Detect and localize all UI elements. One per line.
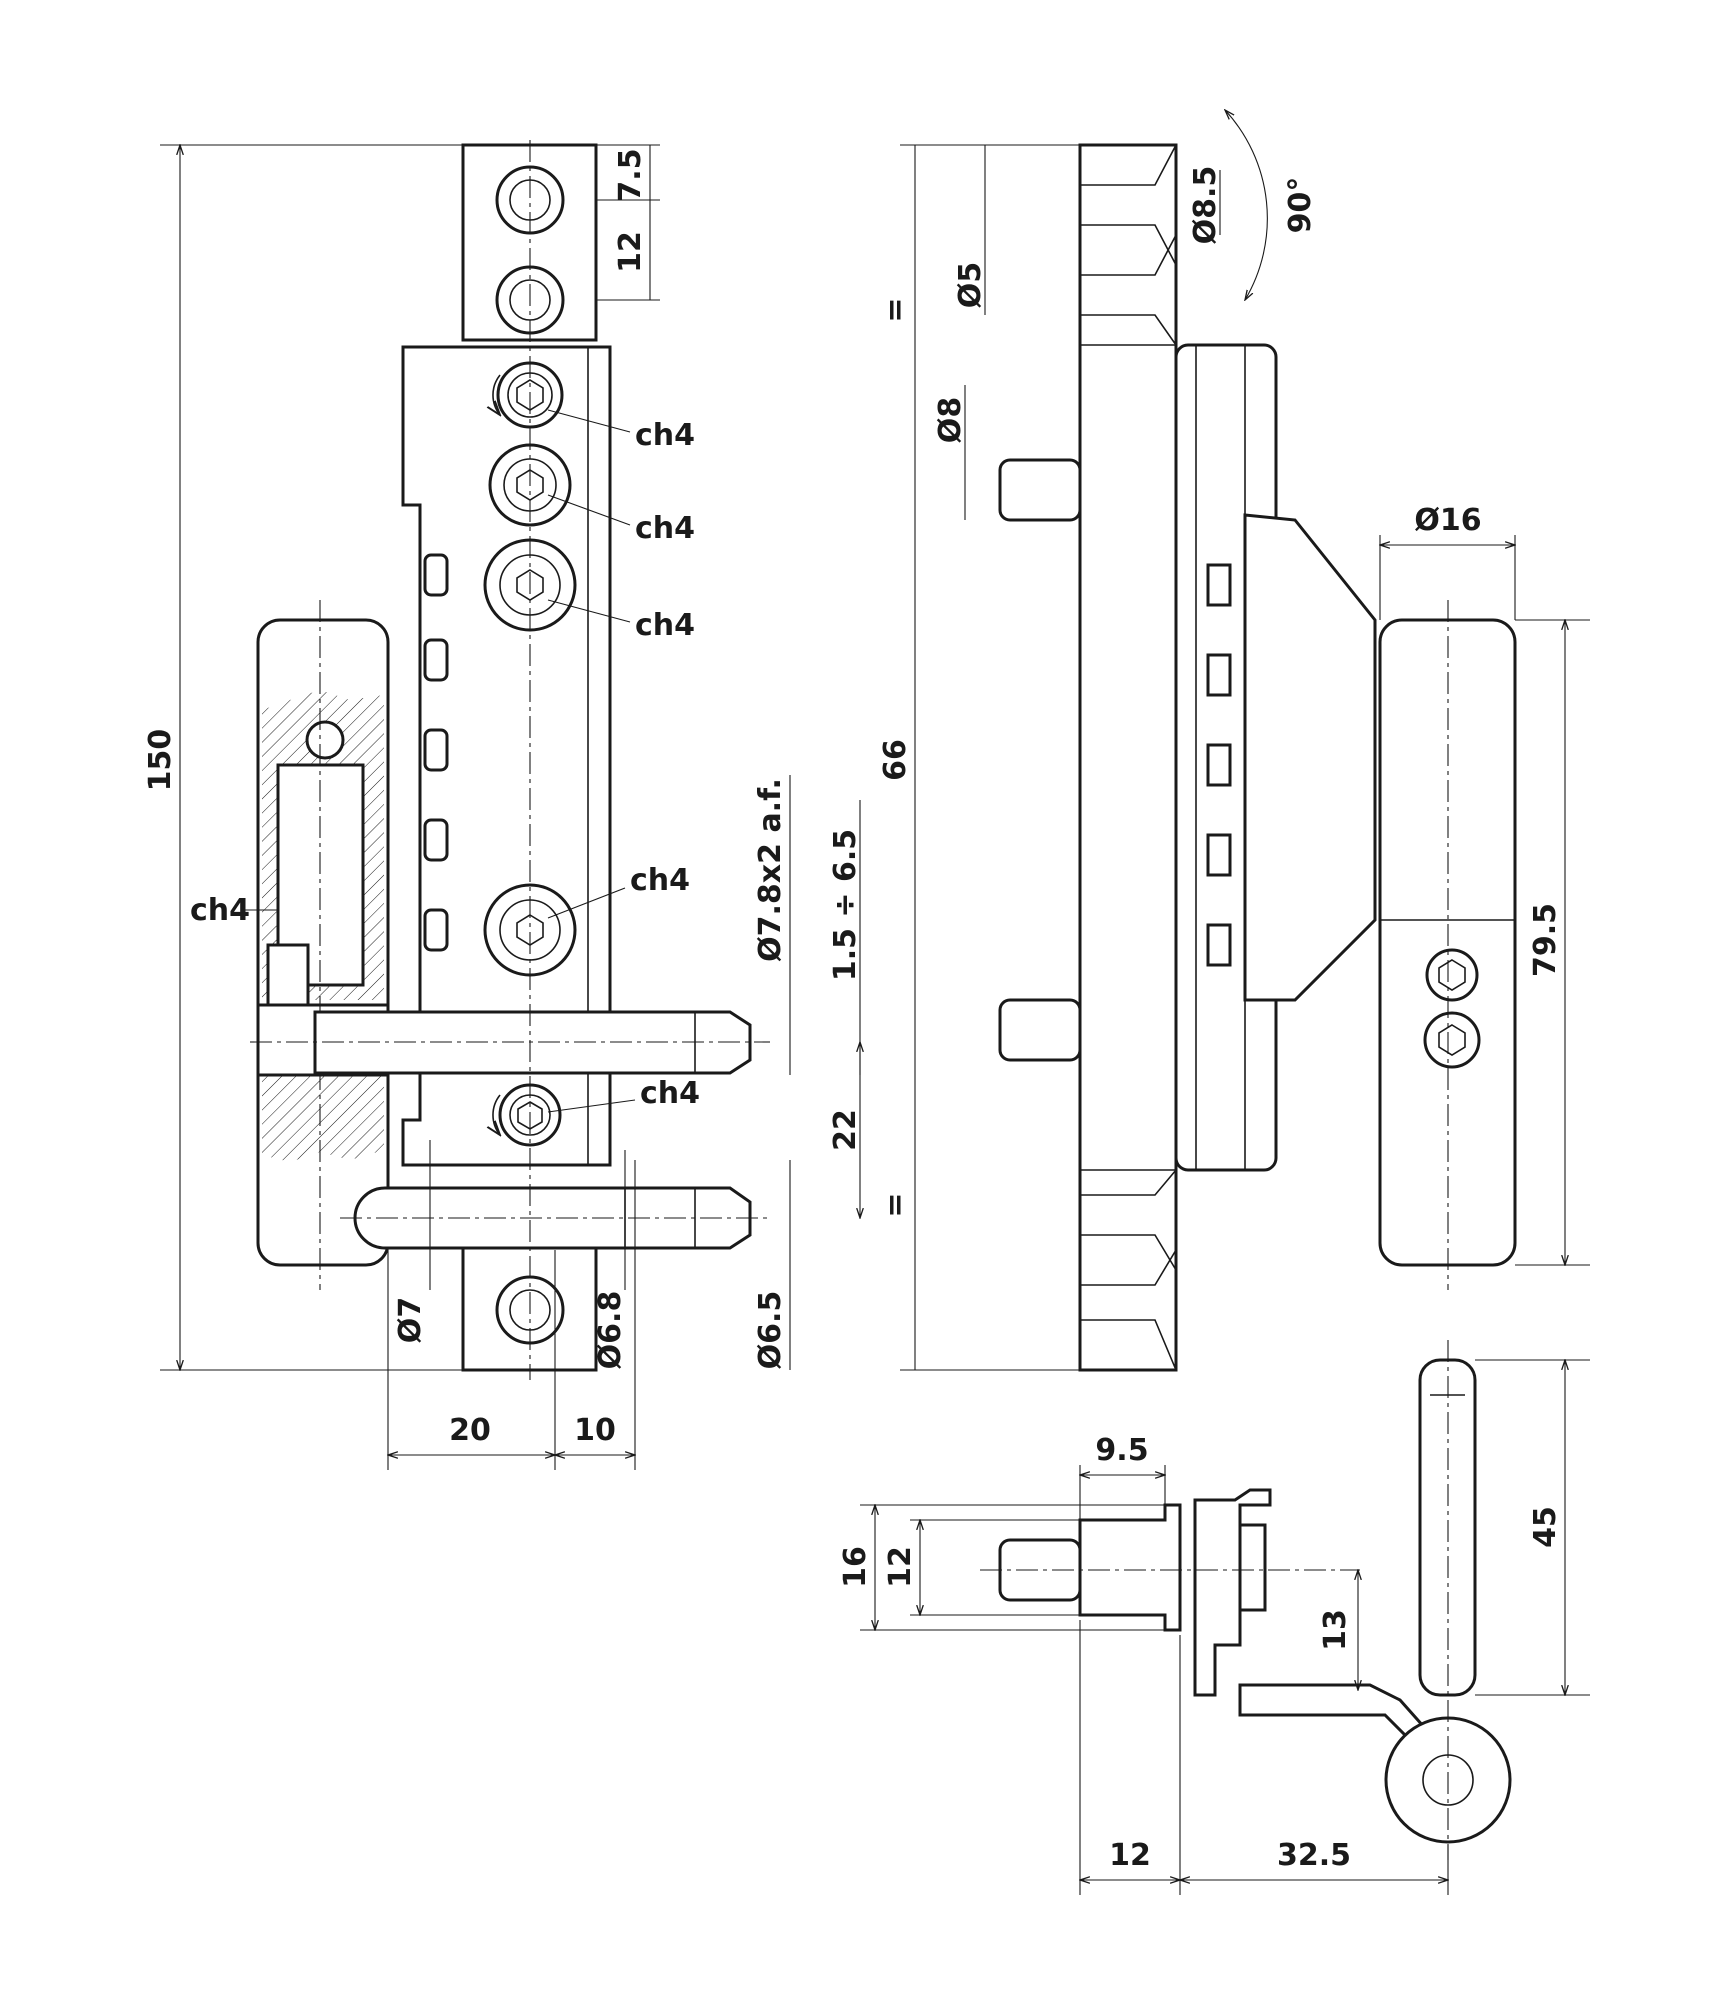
- rotate-arrow-icon: [493, 1094, 500, 1135]
- peg-lower: [998, 998, 1082, 1062]
- dim-equal-bottom: =: [878, 1192, 913, 1217]
- dim-barrel-diameter: Ø16: [1414, 503, 1481, 538]
- dim-countersink-diameter: Ø8.5: [1188, 166, 1223, 245]
- top-base: [1078, 1503, 1182, 1632]
- dim-base-depth: 12: [1109, 1838, 1151, 1873]
- wrench-label-5: ch4: [640, 1076, 700, 1111]
- dim-pin-length: 45: [1528, 1506, 1563, 1548]
- dim-width-right: 10: [574, 1413, 616, 1448]
- dim-pin-diameter: Ø7: [393, 1297, 428, 1343]
- dim-stem-width: 9.5: [1095, 1433, 1148, 1468]
- wrench-label-3: ch4: [635, 608, 695, 643]
- dim-hole-spacing: 12: [613, 231, 648, 273]
- top-bracket: [1193, 1488, 1272, 1697]
- dim-peg-diameter: Ø8: [933, 397, 968, 443]
- side-hex-screw: [1425, 948, 1479, 1002]
- side-view: = 66 = Ø5 Ø8.5 90° Ø8 Ø16 79.5: [878, 110, 1590, 1372]
- peg-upper: [998, 458, 1082, 522]
- top-cam: [1238, 1523, 1267, 1612]
- top-view: 9.5 16 12 13 45 12 32.5: [838, 1340, 1590, 1895]
- set-screw: [266, 943, 310, 1007]
- dim-equal-top: =: [878, 297, 913, 322]
- dim-barrel-height: 79.5: [1528, 903, 1563, 977]
- front-view: 150 7.5 12 20 10 Ø7 Ø6.8 ch4 ch4 ch4 ch4…: [143, 140, 863, 1470]
- rotate-arrow-icon: [493, 374, 500, 415]
- dim-lower-pin-diameter: Ø6.5: [753, 1291, 788, 1370]
- dim-countersink-angle: 90°: [1283, 177, 1318, 234]
- wrench-label-6: ch4: [190, 893, 250, 928]
- dim-screw-diameter: Ø5: [953, 262, 988, 308]
- wrench-label-2: ch4: [635, 511, 695, 546]
- wrench-label-1: ch4: [635, 418, 695, 453]
- dim-peg-spacing: 66: [878, 739, 913, 781]
- dim-offset: 13: [1318, 1609, 1353, 1651]
- hinge-arm: [1243, 513, 1377, 1002]
- dim-top-hole-offset: 7.5: [613, 148, 648, 201]
- dim-adjust-range: 1.5 ÷ 6.5: [828, 829, 863, 981]
- ball-detent: [305, 720, 345, 760]
- adjust-pegs: [1206, 563, 1232, 967]
- dim-pin-hex: Ø7.8x2 a.f.: [753, 778, 788, 962]
- countersunk-holes: [1080, 144, 1177, 1371]
- side-pegs: [423, 553, 449, 952]
- dim-pin-end-diameter: Ø6.8: [593, 1291, 628, 1370]
- dim-pin-spacing: 22: [828, 1109, 863, 1151]
- dim-width-left: 20: [449, 1413, 491, 1448]
- dim-reach: 32.5: [1277, 1838, 1351, 1873]
- dim-height: 150: [143, 729, 178, 792]
- dim-outer-height: 16: [838, 1546, 873, 1588]
- wrench-label-4: ch4: [630, 863, 690, 898]
- frame-plate: [1078, 143, 1178, 1372]
- dim-inner-height: 12: [883, 1546, 918, 1588]
- side-adjust-screw: [1423, 1011, 1481, 1069]
